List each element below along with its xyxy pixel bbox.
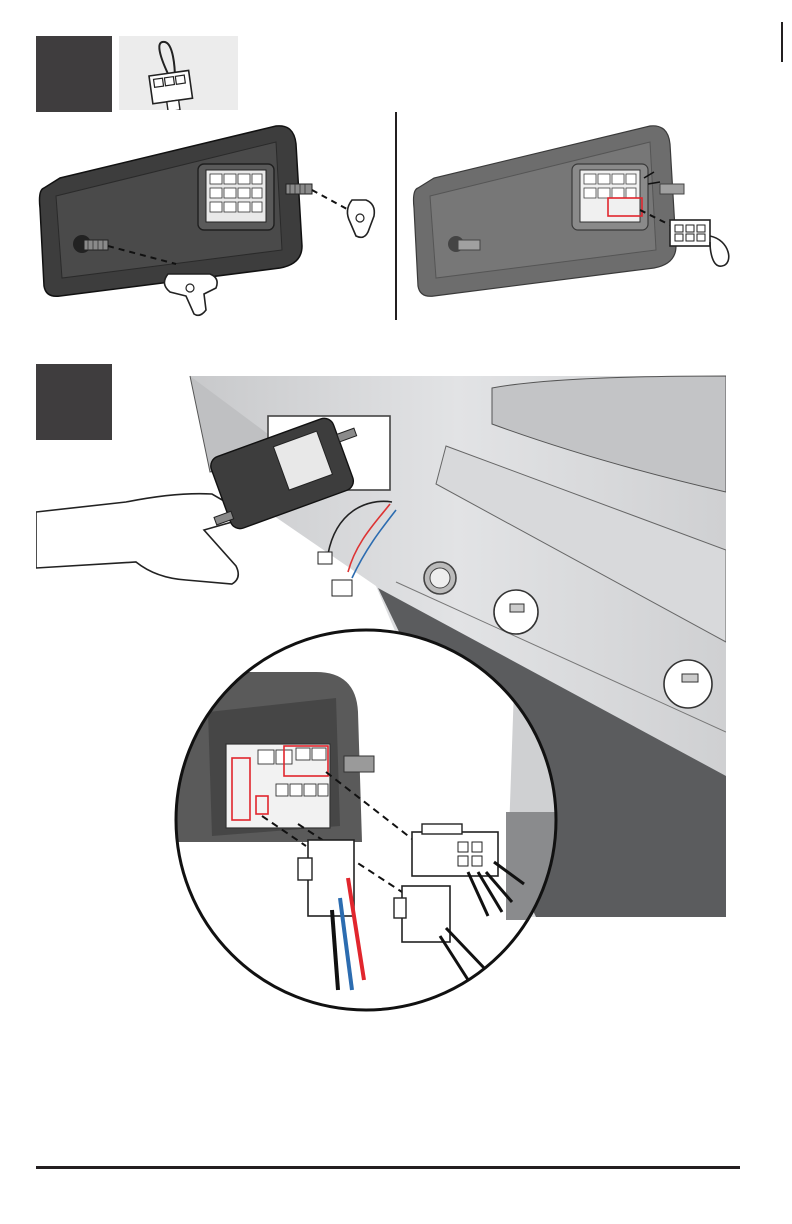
control-knob-hole-icon bbox=[424, 562, 456, 594]
wire-harness-connector-icon bbox=[670, 220, 729, 266]
threaded-stud-right bbox=[286, 184, 312, 194]
wing-nut-icon bbox=[347, 200, 374, 237]
control-knob-hole-icon bbox=[664, 660, 712, 708]
control-knob-hole-icon bbox=[494, 590, 538, 634]
connector-block bbox=[198, 164, 274, 230]
connector-block bbox=[572, 164, 648, 230]
step-1-divider bbox=[395, 112, 397, 320]
page-edge-mark bbox=[781, 22, 783, 62]
hand-icon bbox=[36, 494, 238, 584]
zoomed-connector-block bbox=[226, 744, 330, 828]
step-1-number-box bbox=[36, 36, 112, 112]
step-2-grill-illustration bbox=[36, 372, 726, 1022]
step-1-panel-illustration-left bbox=[30, 118, 390, 318]
wing-nut-icon bbox=[164, 274, 217, 315]
step-1-panel-illustration-right bbox=[404, 118, 764, 308]
connector-with-pull-loop-icon bbox=[119, 36, 238, 110]
page-bottom-rule bbox=[36, 1166, 740, 1169]
step-1-detail-thumbnail bbox=[119, 36, 238, 110]
